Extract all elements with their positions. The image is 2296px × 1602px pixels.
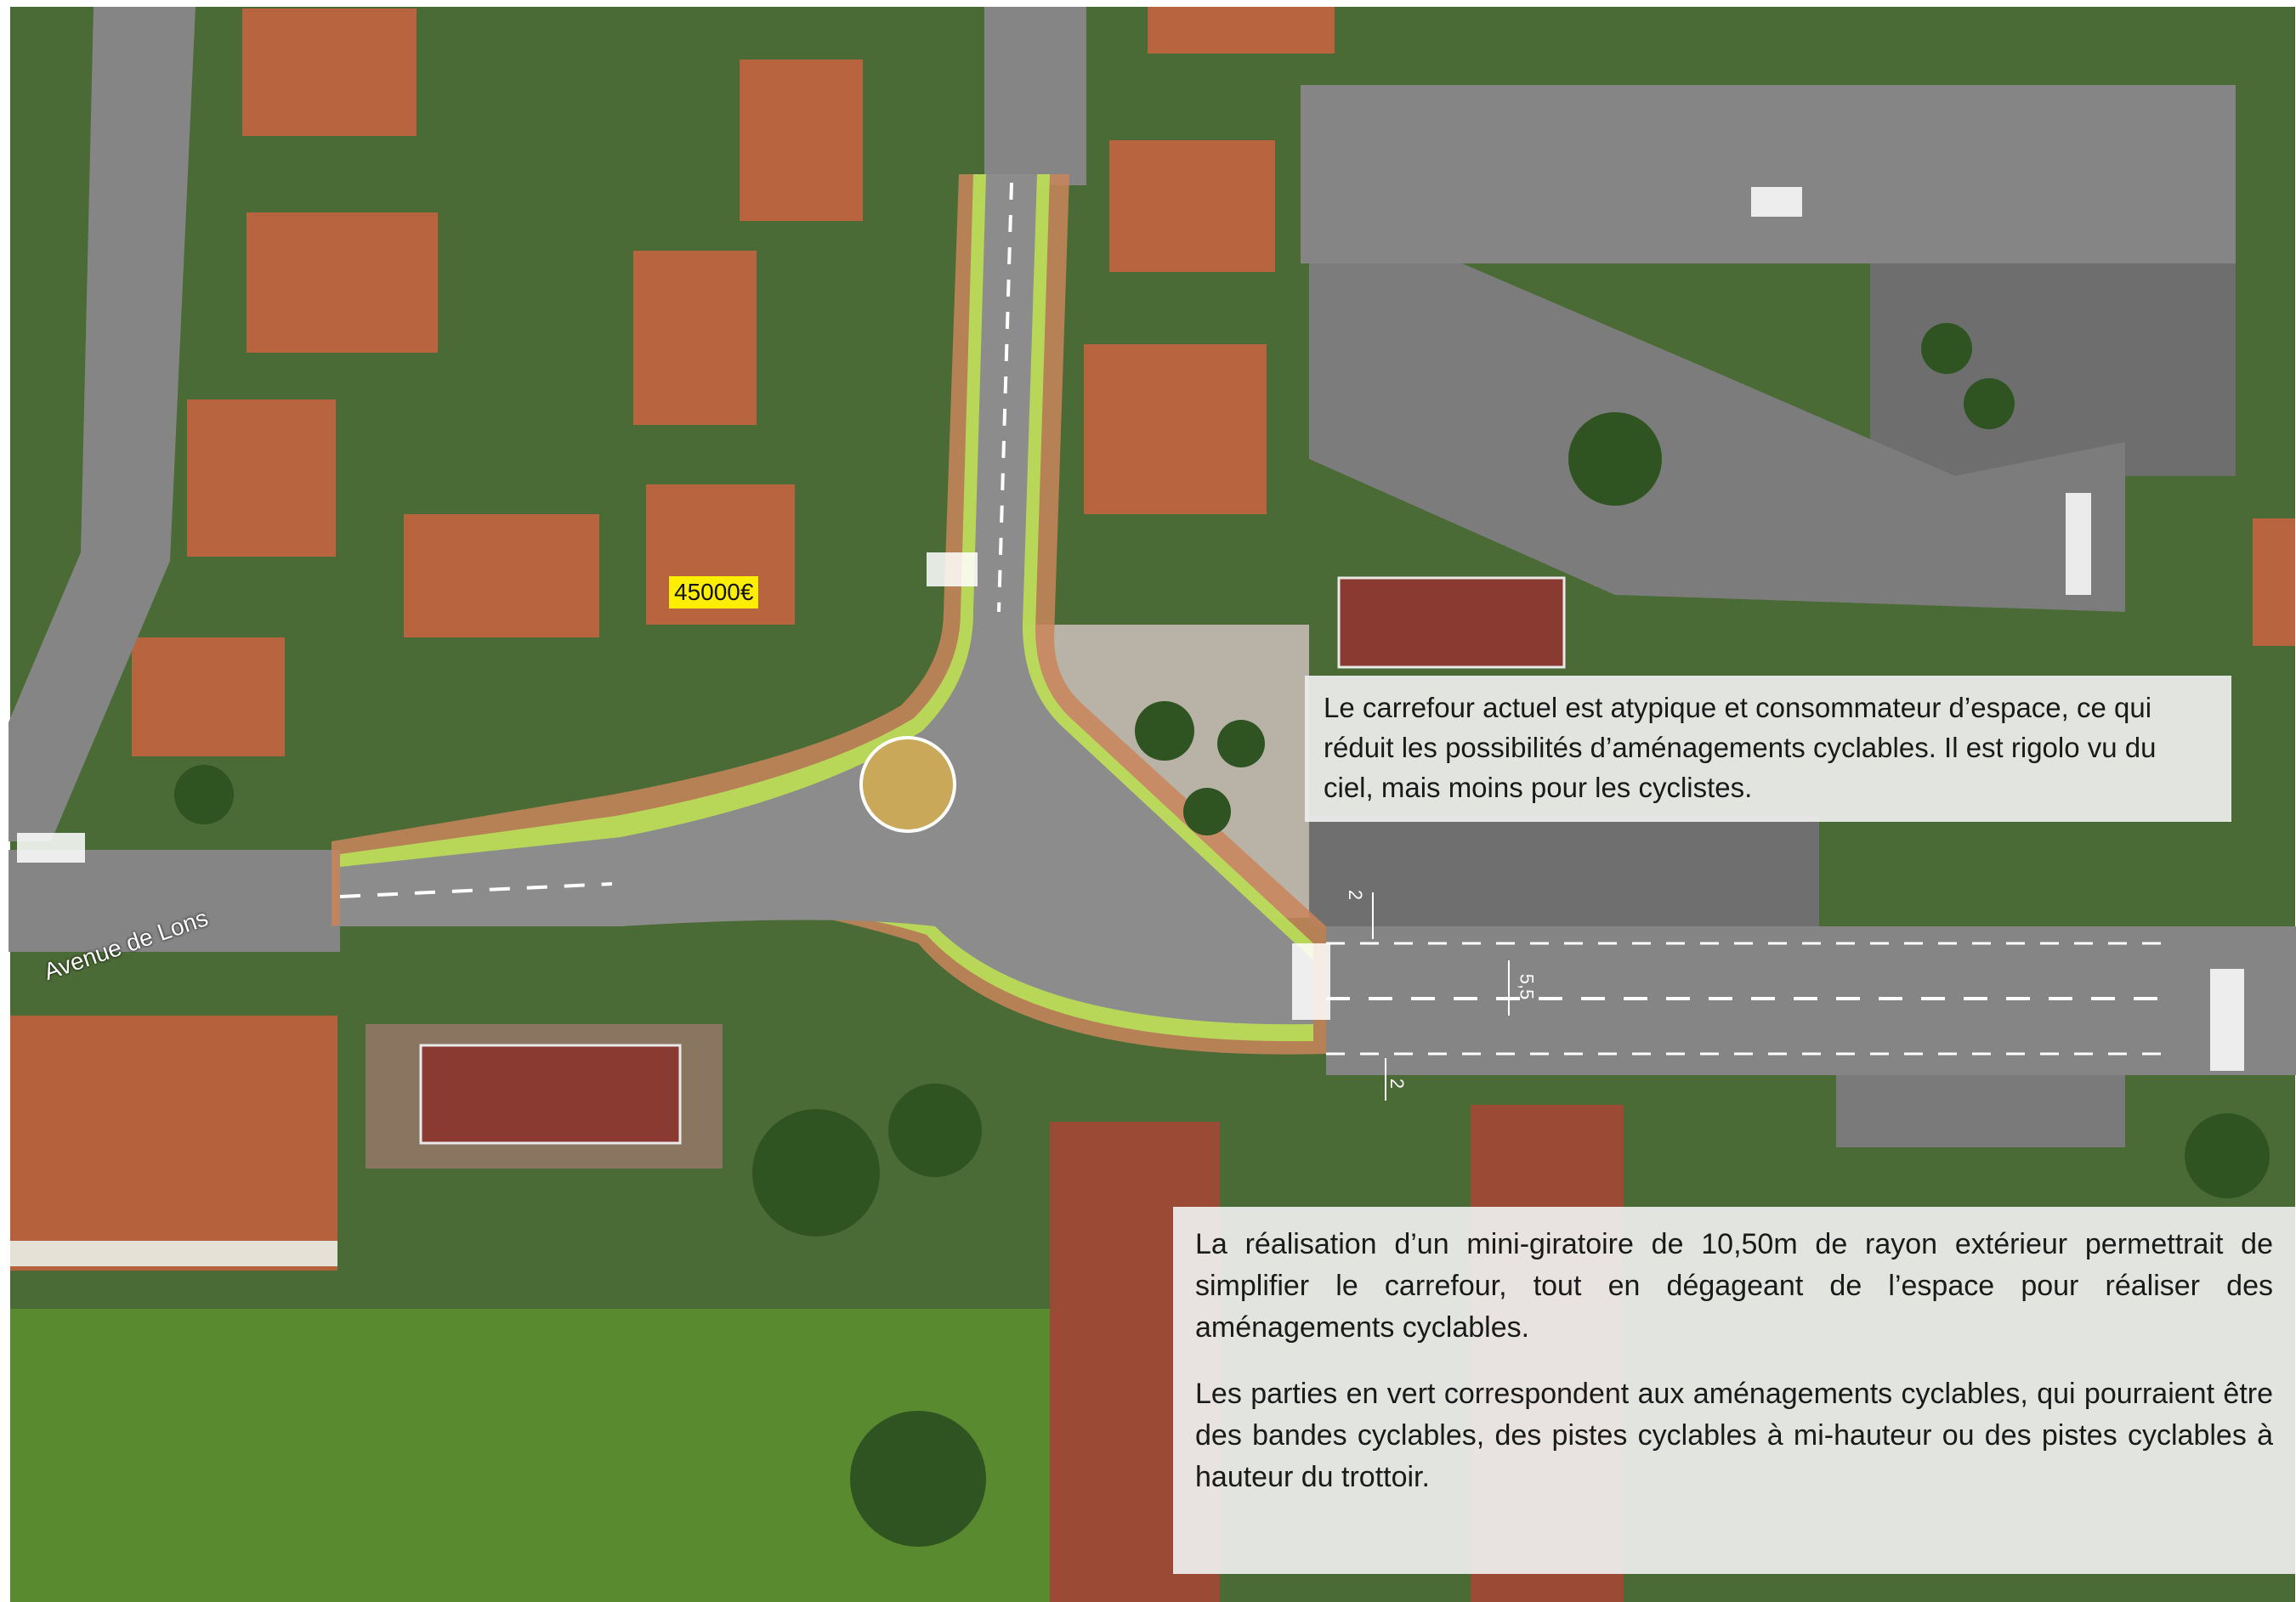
tennis-court-east	[1337, 576, 1566, 669]
tennis-court-south	[419, 1044, 682, 1145]
house-roofs	[132, 7, 2295, 756]
trees	[174, 323, 2270, 1547]
dimension-label-roadway: 5,5	[1516, 973, 1538, 1000]
roads	[9, 7, 2296, 1075]
note-current-intersection-text: Le carrefour actuel est atypique et cons…	[1324, 692, 2157, 803]
note-current-intersection: Le carrefour actuel est atypique et cons…	[1305, 676, 2231, 822]
gym-roof	[10, 1016, 337, 1271]
crosswalks	[17, 187, 2244, 1071]
mini-roundabout	[859, 736, 956, 833]
proposed-intersection	[332, 174, 2176, 1056]
note-proposal-paragraph-1: La réalisation d’un mini-giratoire de 10…	[1195, 1228, 2273, 1344]
note-proposal: La réalisation d’un mini-giratoire de 10…	[1173, 1207, 2295, 1574]
note-proposal-paragraph-2: Les parties en vert correspondent aux am…	[1195, 1378, 2273, 1493]
dimension-label-sidewalk-south: 2	[1386, 1078, 1409, 1090]
dimension-label-sidewalk-north: 2	[1345, 889, 1367, 901]
cost-tag: 45000€	[669, 576, 759, 609]
